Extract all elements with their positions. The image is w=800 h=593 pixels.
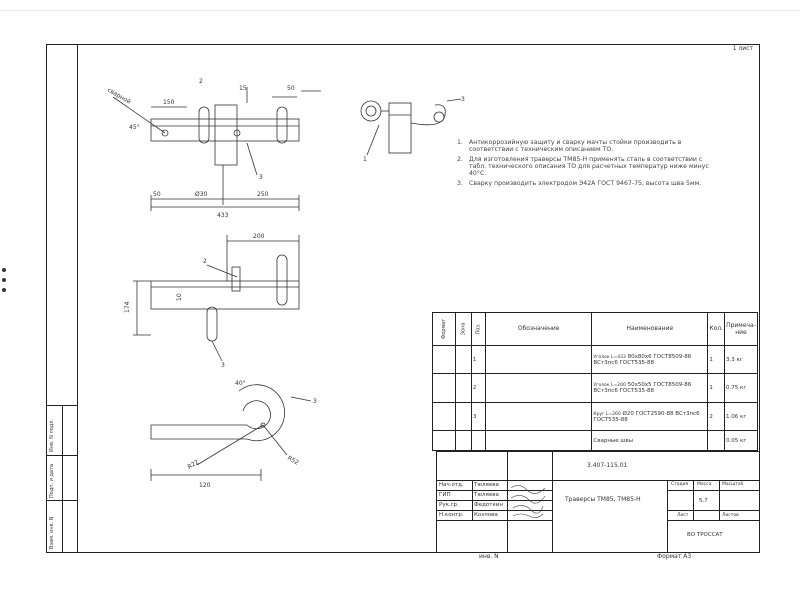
mass-value: 5.7: [699, 498, 708, 504]
note-2: 2.Для изготовления траверсы ТМ85-Н приме…: [457, 156, 709, 177]
signer-name: Козлова: [474, 512, 498, 518]
view4-part3: 3: [313, 398, 317, 405]
dim-50-bottom: 50: [153, 191, 161, 198]
view2-part2: 2: [203, 258, 207, 265]
signer-role: Рук.гр.: [439, 502, 459, 508]
sheets-cell-label: Листов: [722, 513, 739, 518]
view-top: [112, 87, 321, 211]
table-row: 3 Круг L=260 Ø20 ГОСТ2590-88 ВСт3пс6 ГОС…: [431, 401, 758, 432]
sheet-number: 1 лист: [732, 45, 753, 52]
footer-inventory: инв. N: [479, 553, 499, 560]
view4-len: 120: [199, 482, 211, 489]
dim-total: 433: [217, 212, 229, 219]
signer-name: Тюляева: [474, 482, 499, 488]
footer-format: Формат А3: [657, 553, 692, 560]
view-side: [360, 98, 462, 156]
note-1: 1.Антикоррозийную защиту и сварку мачты …: [457, 139, 682, 153]
view2-dim-top: 200: [253, 233, 265, 240]
drawing-sheet: 1 лист Инв. N подл. Подп. и дата Взам. и…: [46, 44, 760, 560]
sheet-cell-label: Лист: [677, 513, 689, 518]
signature-scribbles: [510, 485, 546, 518]
table-row: 1 Уголок L=433 80х80х6 ГОСТ8509-86 ВСт3п…: [431, 344, 758, 375]
signatures: [509, 482, 549, 518]
table-row: Сварные швы 0.05 кг: [431, 430, 758, 451]
strip-box-1: Инв. N подл.: [47, 405, 77, 456]
signer-role: ГИП: [439, 492, 451, 498]
page-edge-dots: [2, 268, 6, 298]
signer-role: Н.контр.: [439, 512, 464, 518]
col-note: Примеча-ние: [724, 312, 758, 346]
note-3: 3.Сварку производить электродом Э42А ГОС…: [457, 180, 702, 187]
dim-150: 150: [163, 99, 175, 106]
col-format: Формат: [431, 312, 457, 346]
technical-notes: 1.Антикоррозийную защиту и сварку мачты …: [457, 139, 717, 190]
strip-box-3: Взам. инв. N: [47, 500, 77, 553]
view3-part1: 1: [363, 156, 367, 163]
specification-table: Формат Зона Поз. Обозначение Наименовани…: [431, 312, 758, 451]
dim-50-top: 50: [287, 85, 295, 92]
table-row: 2 Уголок L=200 50х50х5 ГОСТ8509-86 ВСт3п…: [431, 373, 758, 403]
dim-bottom-a: Ø30: [195, 191, 208, 198]
dim-bottom-b: 250: [257, 191, 269, 198]
left-binding-strip: Инв. N подл. Подп. и дата Взам. инв. N: [47, 45, 78, 553]
strip-box-2: Подп. и дата: [47, 455, 77, 501]
stage-label: Стадия: [671, 482, 689, 487]
title-block: 3.407-115.01 Траверсы ТМ85, ТМ85-Н Стади…: [436, 451, 759, 552]
signer-name: Федоткин: [474, 502, 503, 508]
signer-role: Нач.отд.: [439, 482, 464, 488]
mass-label: Масса: [697, 482, 712, 487]
view2-part3: 3: [221, 362, 225, 369]
view1-part3: 3: [259, 174, 263, 181]
col-pos: Поз.: [470, 312, 486, 346]
view1-part2: 2: [199, 78, 203, 85]
view4-r1: R22: [187, 459, 201, 471]
technical-drawing: сварной 45° 2 3 150 15 50 50 Ø30 250 433…: [106, 78, 465, 489]
col-zone: Зона: [455, 312, 472, 346]
view2-dim-left: 174: [124, 301, 131, 313]
signer-name: Тюляева: [474, 492, 499, 498]
view4-angle: 40°: [235, 380, 246, 387]
organization: ВО ТРОССАТ: [687, 532, 723, 538]
scale-label: Масштаб: [722, 482, 744, 487]
view2-dim-mid: 10: [176, 293, 183, 301]
view3-part3: 3: [461, 96, 465, 103]
drawing-title: Траверсы ТМ85, ТМ85-Н: [565, 496, 641, 503]
view-front: [133, 235, 300, 362]
col-name: Наименование: [591, 312, 709, 346]
view-hook: [150, 384, 312, 481]
doc-number: 3.407-115.01: [587, 462, 628, 469]
col-qty: Кол.: [707, 312, 725, 346]
weld-angle-label: 45°: [129, 124, 140, 131]
top-divider: [0, 10, 800, 11]
dim-15: 15: [239, 85, 247, 92]
view4-r2: R52: [286, 455, 300, 467]
weld-label: сварной: [106, 87, 132, 106]
col-designation: Обозначение: [484, 312, 593, 346]
